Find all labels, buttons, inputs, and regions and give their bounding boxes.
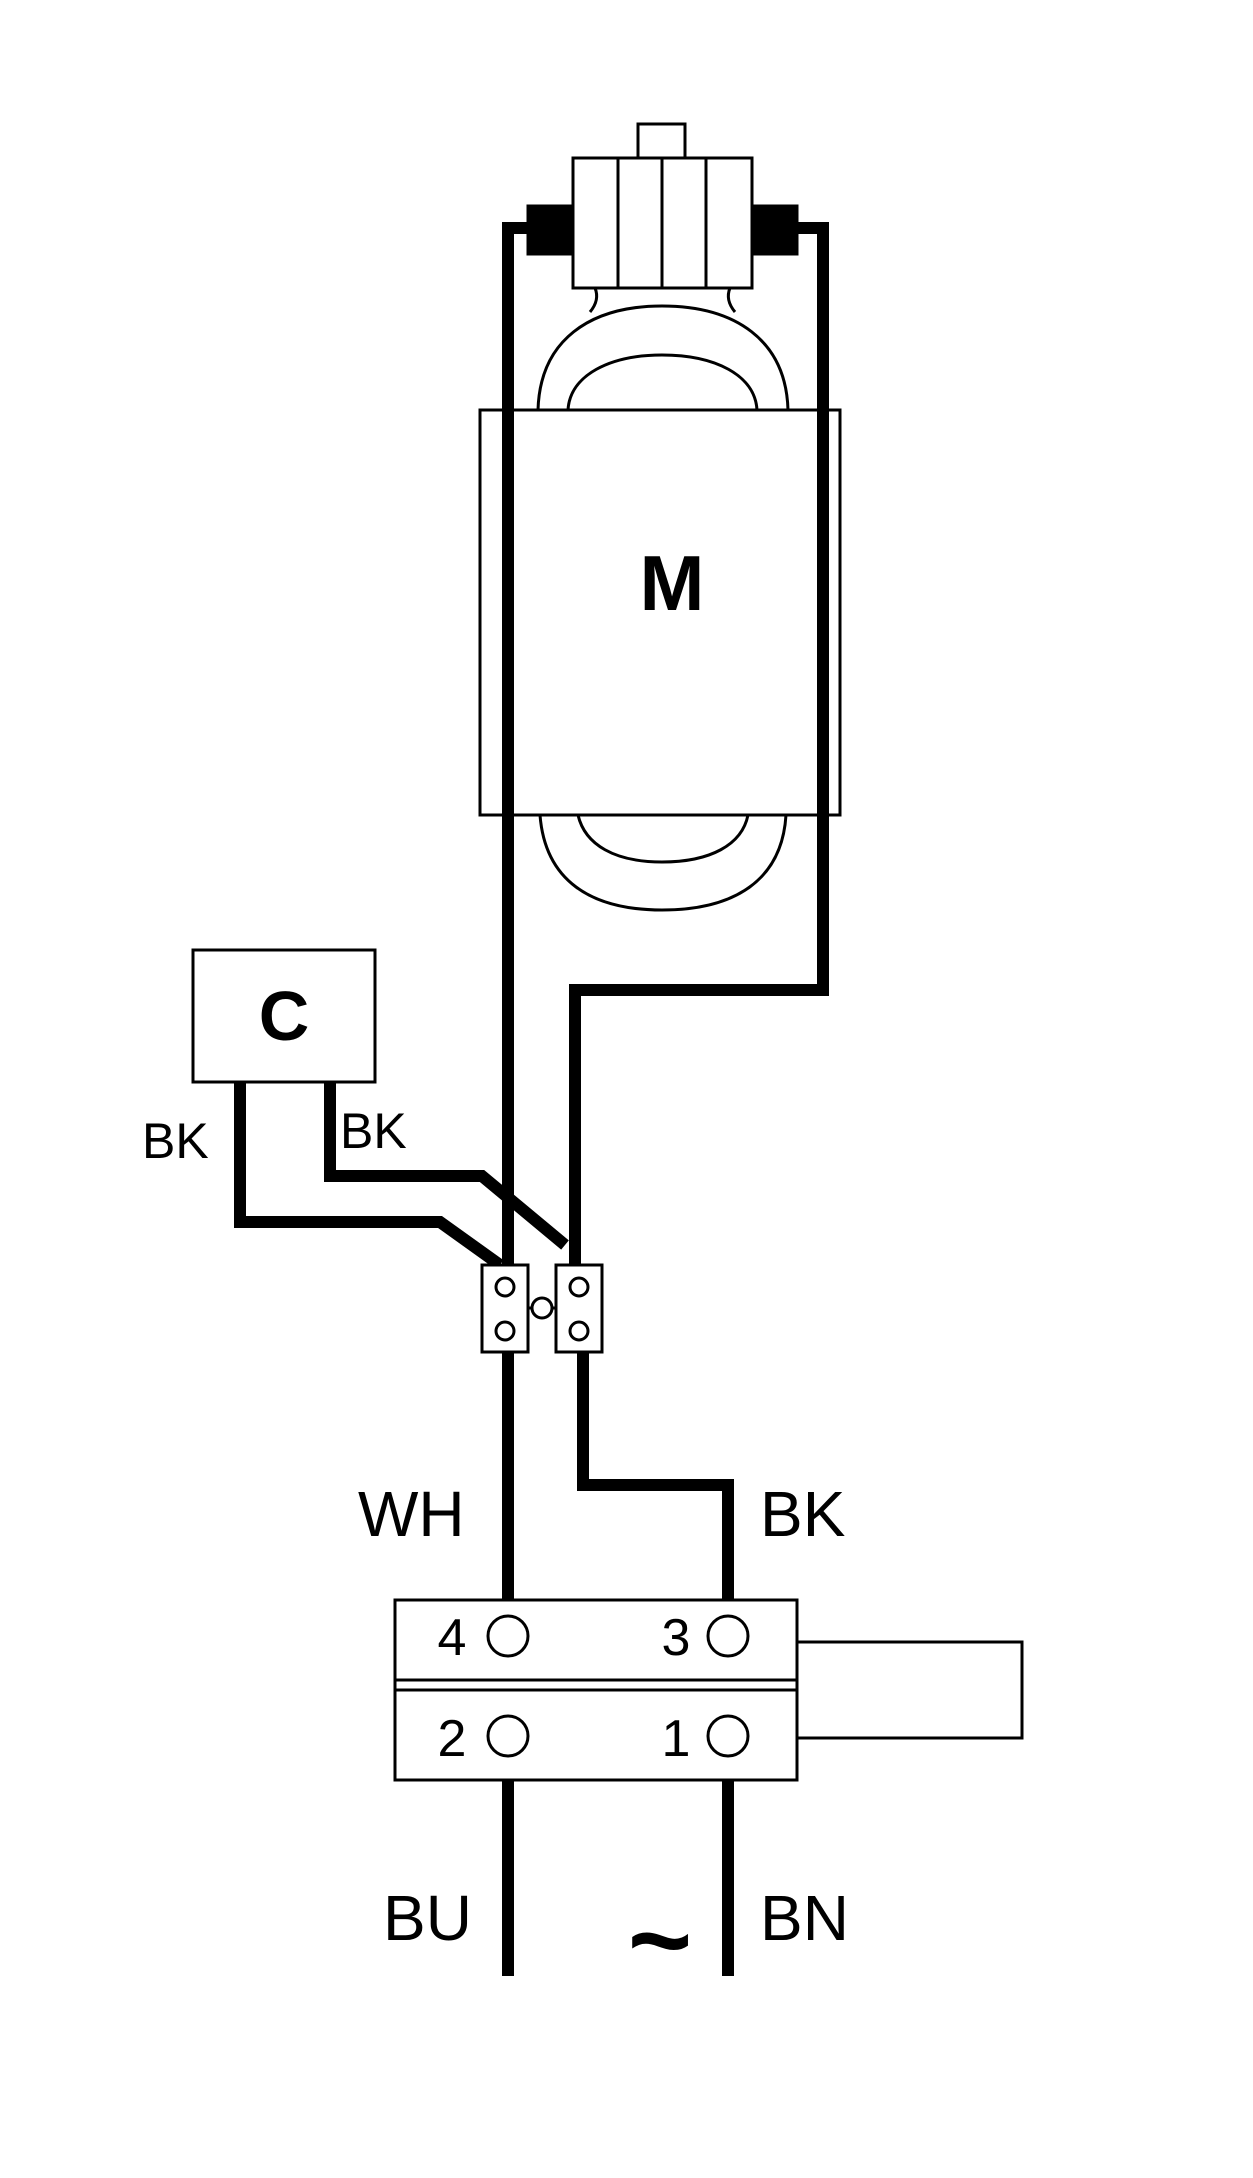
wire-capacitor-right: [324, 1082, 569, 1250]
field-winding-lower: [538, 814, 788, 912]
connector-screw: [568, 1320, 590, 1342]
rotor-assembly: [526, 122, 799, 313]
terminal-mount-tab: [795, 1640, 1024, 1740]
connector-screw: [568, 1276, 590, 1298]
field-winding-upper: [536, 304, 790, 411]
connector-screw: [494, 1276, 516, 1298]
wire-label-brown: BN: [760, 1882, 849, 1954]
wire-label-white: WH: [358, 1478, 465, 1550]
wire-left-brush: [502, 222, 550, 1265]
ac-supply-symbol: ~: [628, 1879, 692, 2002]
connector-screw: [494, 1320, 516, 1342]
rotor-neck-right: [726, 287, 737, 313]
connector-blocks: [480, 1263, 604, 1354]
terminal-2-label: 2: [438, 1710, 467, 1768]
terminal-3-screw: [706, 1614, 750, 1658]
rotor-neck-left: [588, 287, 599, 313]
terminal-2-screw: [486, 1714, 530, 1758]
wire-label-blue: BU: [383, 1882, 472, 1954]
terminal-4-screw: [486, 1614, 530, 1658]
wire-right-brush: [569, 222, 829, 1265]
connector-screw: [530, 1296, 554, 1320]
shaft-cap: [636, 122, 687, 160]
wire-label-capacitor-right: BK: [340, 1103, 407, 1159]
wire-label-black: BK: [760, 1478, 845, 1550]
wire-black: [577, 1352, 734, 1618]
capacitor-label: C: [259, 977, 310, 1055]
terminal-4-label: 4: [438, 1609, 467, 1667]
wire-capacitor-left: [234, 1082, 504, 1270]
wires: [234, 222, 829, 1976]
terminal-1-label: 1: [662, 1710, 691, 1768]
capacitor-box: [191, 948, 377, 1084]
motor-box: [478, 408, 842, 817]
terminal-1-screw: [706, 1714, 750, 1758]
terminal-block: [393, 1598, 1024, 1782]
terminal-3-label: 3: [662, 1609, 691, 1667]
motor-label: M: [640, 539, 705, 627]
wire-label-capacitor-left: BK: [142, 1113, 209, 1169]
